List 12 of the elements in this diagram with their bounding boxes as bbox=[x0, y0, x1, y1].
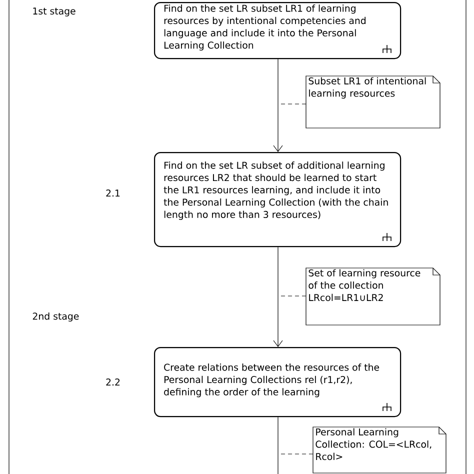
stage-label: 1st stage bbox=[33, 8, 76, 16]
stage-label: 2nd stage bbox=[32, 312, 79, 322]
arrow bbox=[273, 246, 283, 347]
step-number: 2.2 bbox=[106, 378, 120, 386]
note-box: Personal Learning Collection: COL=<LRcol, Rcol> bbox=[312, 426, 446, 474]
arrow bbox=[273, 58, 283, 152]
note-box: Set of learning resource of the collection LRcol=LR1∪LR2 bbox=[306, 268, 440, 326]
note-box: Subset LR1 of intentional learning resources bbox=[306, 76, 440, 128]
action-box: Create relations between the resources of the Personal Learning Collections rel (r1,r2), defining the order of the learning bbox=[154, 347, 402, 418]
step-number: 2.1 bbox=[106, 190, 120, 196]
action-box: Find on the set LR subset of additional learning resources LR2 that should be learned to start the LR1 resources learning, and include it into the Personal Learning Collection (with the chain length no more than 3 resources) bbox=[154, 152, 402, 248]
action-box: Find on the set LR subset LR1 of learning resources by intentional competencies and language and include it into the Personal Learning Collection bbox=[154, 2, 402, 60]
